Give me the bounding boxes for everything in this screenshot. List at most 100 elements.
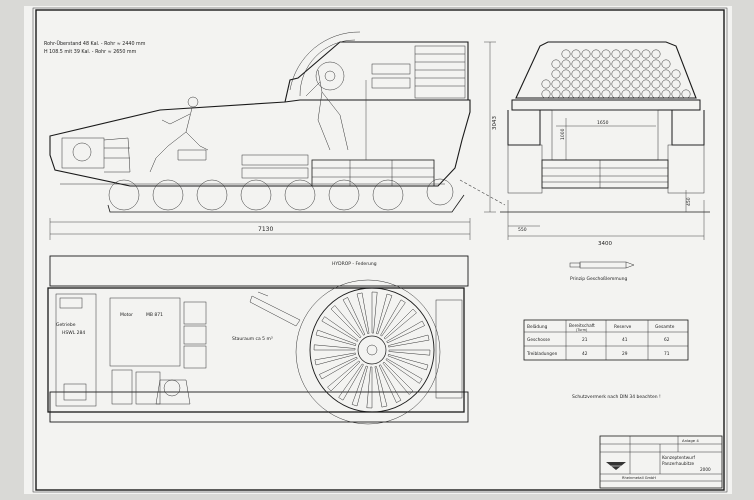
title-line-2: Panzerhaubitze bbox=[662, 461, 695, 466]
ammo-round-circle bbox=[601, 69, 611, 79]
company-logo bbox=[606, 462, 626, 470]
magazine-slot bbox=[321, 316, 359, 342]
track-width-label: 550 bbox=[518, 227, 527, 233]
ammo-round-circle bbox=[551, 59, 561, 69]
table-row-1-c3: 71 bbox=[664, 351, 670, 357]
ammo-round-circle bbox=[641, 59, 651, 69]
inner-width-label: 1650 bbox=[597, 120, 609, 126]
magazine-slot bbox=[366, 366, 373, 409]
inner-height-label: 1000 bbox=[560, 128, 566, 140]
ammo-round-circle bbox=[651, 79, 661, 89]
title-block: Anlage 4 Konzeptentwurf Panzerhaubitze 2… bbox=[599, 435, 723, 489]
ammo-round-circle bbox=[611, 89, 621, 99]
ammo-round-circle bbox=[661, 59, 671, 69]
ammo-round-circle bbox=[631, 69, 641, 79]
ammo-round-circle bbox=[631, 89, 641, 99]
magazine-slot bbox=[380, 299, 406, 337]
ammo-round-circle bbox=[581, 49, 591, 59]
ammo-round-circle bbox=[671, 89, 681, 99]
principle-label: Prinzip Geschoßlemmung bbox=[570, 276, 627, 282]
magazine-slot bbox=[327, 360, 361, 392]
table-row-0-c3: 62 bbox=[664, 337, 670, 343]
magazine-slot bbox=[319, 356, 358, 380]
suspension-label: HYDROP - Federung bbox=[332, 261, 377, 267]
ammo-round-circle bbox=[591, 69, 601, 79]
principle-sketch: Prinzip Geschoßlemmung bbox=[569, 261, 635, 282]
magazine-slot bbox=[342, 297, 366, 336]
ammo-round-circle bbox=[551, 79, 561, 89]
ammo-round-circle bbox=[641, 89, 651, 99]
ammo-round-circle bbox=[551, 69, 561, 79]
ammo-round-circle bbox=[681, 89, 691, 99]
overall-length-label: 7130 bbox=[258, 226, 273, 233]
ground-clearance-label: 450 bbox=[686, 197, 692, 206]
sheet-outer-border bbox=[32, 7, 728, 493]
height-label: 3043 bbox=[492, 116, 498, 130]
drawing-number: Anlage 4 bbox=[682, 438, 699, 443]
ammo-round-circle bbox=[631, 79, 641, 89]
magazine-slot bbox=[376, 293, 393, 335]
table-header-2: Reserve bbox=[614, 324, 632, 330]
rotating-magazine bbox=[295, 279, 441, 425]
paper bbox=[24, 6, 732, 494]
ammo-round-circle bbox=[651, 89, 661, 99]
ammo-round-circle bbox=[601, 79, 611, 89]
side-view: 7130 3043 bbox=[49, 31, 506, 240]
ammo-round-circle bbox=[631, 59, 641, 69]
top-view: HYDROP - Federung Getriebe HSWL 284 Moto… bbox=[47, 255, 469, 425]
gearbox-label: Getriebe bbox=[56, 322, 76, 328]
ammo-round-circle bbox=[621, 49, 631, 59]
ammo-round-circle bbox=[551, 89, 561, 99]
table-row-0-label: Geschosse bbox=[527, 337, 550, 343]
ammo-round-circle bbox=[651, 59, 661, 69]
ammo-round-circle bbox=[561, 89, 571, 99]
ammo-round-circle bbox=[661, 69, 671, 79]
hull-ammo-racks bbox=[241, 154, 435, 187]
magazine-slot bbox=[383, 308, 417, 340]
ammo-round-circle bbox=[601, 89, 611, 99]
magazine-slot bbox=[330, 305, 362, 339]
ammo-round-circle bbox=[621, 59, 631, 69]
magazine-slot bbox=[386, 320, 425, 344]
ammo-round-circle bbox=[621, 79, 631, 89]
magazine-slot bbox=[338, 363, 364, 401]
ammo-round-circle bbox=[591, 49, 601, 59]
magazine-slot bbox=[314, 352, 356, 366]
ammo-round-circle bbox=[571, 49, 581, 59]
magazine-slot bbox=[374, 366, 388, 408]
ammo-round-circle bbox=[621, 89, 631, 99]
ammo-round-circle bbox=[611, 49, 621, 59]
magazine-slot bbox=[313, 344, 356, 351]
sheet-border bbox=[35, 9, 725, 491]
engine-detail bbox=[61, 137, 131, 173]
magazine-slot bbox=[378, 364, 402, 403]
road-wheels bbox=[108, 178, 454, 211]
ammo-round-circle bbox=[561, 69, 571, 79]
front-view: 1650 1000 450 550 3400 bbox=[500, 41, 710, 247]
barrel-note-2: H 108.5 mit 39 Kal. - Rohr ≈ 2650 mm bbox=[44, 49, 137, 55]
hull-width-label: 3400 bbox=[598, 241, 612, 247]
ammo-round-circle bbox=[641, 49, 651, 59]
table-row-0-c1: 21 bbox=[582, 337, 588, 343]
ammo-round-circle bbox=[671, 69, 681, 79]
ammo-round-circle bbox=[571, 59, 581, 69]
ammo-round-circle bbox=[611, 69, 621, 79]
ammo-round-circle bbox=[581, 69, 591, 79]
ammo-round-circle bbox=[541, 79, 551, 89]
title-line-3: 2000 bbox=[700, 467, 711, 472]
ammo-round-circle bbox=[591, 89, 601, 99]
magazine-slot bbox=[382, 361, 414, 395]
table-row-0-c2: 41 bbox=[622, 337, 628, 343]
magazine-slot bbox=[387, 354, 429, 371]
turret-ammo-circles bbox=[541, 49, 691, 99]
ammo-round-circle bbox=[651, 69, 661, 79]
table-row-1-c2: 29 bbox=[622, 351, 628, 357]
ammo-round-circle bbox=[671, 79, 681, 89]
ammo-round-circle bbox=[631, 49, 641, 59]
ammo-round-circle bbox=[581, 89, 591, 99]
ammo-round-circle bbox=[561, 79, 571, 89]
magazine-slot bbox=[371, 291, 378, 334]
security-note: Schutzvermerk nach DIN 34 beachten ! bbox=[572, 394, 661, 400]
ammo-round-circle bbox=[541, 89, 551, 99]
